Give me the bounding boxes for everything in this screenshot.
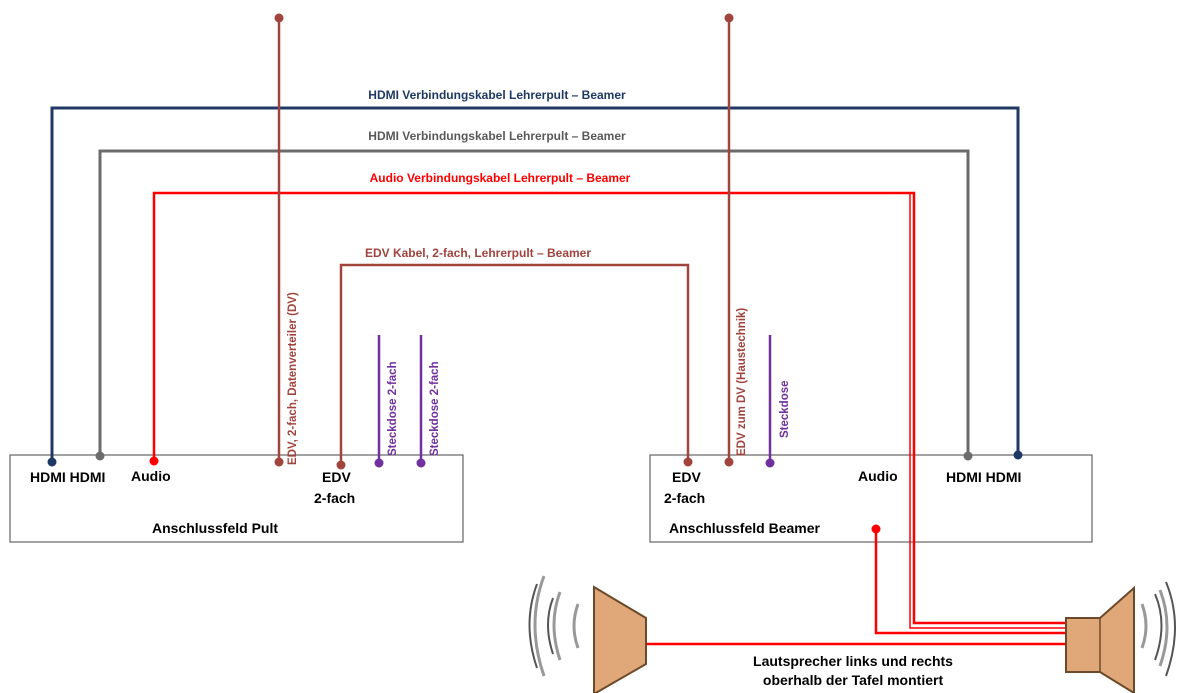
hdmi-cable-1 [50, 106, 1020, 462]
hdmi-cable-2 [98, 149, 970, 456]
hdmi-cable-2-label: HDMI Verbindungskabel Lehrerpult – Beame… [368, 129, 626, 143]
edv-cable [339, 263, 690, 465]
audio-cable [152, 191, 1066, 625]
hdmi-connector-beamer-1 [1013, 450, 1023, 460]
steckdose-1-vertical-label: Steckdose 2-fach [387, 361, 399, 456]
audio-connector-beamer [871, 524, 881, 534]
steckdose-2-vertical-label: Steckdose 2-fach [429, 361, 441, 456]
panel-pult-box [9, 454, 464, 543]
edv-connector-beamer [683, 457, 693, 467]
beamer-hdmi-ports: HDMI HDMI [946, 469, 1021, 485]
pult-edv-line2: 2-fach [314, 490, 355, 506]
edv-dv-top-beamer [724, 13, 734, 23]
speaker-right-icon [1065, 581, 1176, 693]
audio-cable-label: Audio Verbindungskabel Lehrerpult – Beam… [370, 171, 631, 185]
hdmi-connector-beamer-2 [963, 451, 973, 461]
beamer-edv-line2: 2-fach [664, 490, 705, 506]
hdmi-connector-pult-1 [47, 457, 57, 467]
hdmi-cable-1-label: HDMI Verbindungskabel Lehrerpult – Beame… [368, 88, 626, 102]
speaker-caption-line1: Lautsprecher links und rechts [753, 653, 953, 669]
edv-dv-bottom-pult [274, 457, 284, 467]
steckdose-beamer-vertical-label: Steckdose [779, 380, 791, 438]
edv-haustechnik-vertical-label: EDV zum DV (Haustechnik) [736, 308, 748, 456]
steckdose-connector-beamer [765, 458, 775, 468]
speaker-cable-right [874, 529, 1066, 635]
hdmi-connector-pult-2 [95, 451, 105, 461]
beamer-audio-port: Audio [858, 468, 898, 484]
edv-dv-vertical-label: EDV, 2-fach, Datenverteiler (DV) [287, 292, 299, 465]
pult-audio-port: Audio [131, 468, 171, 484]
pult-panel-title: Anschlussfeld Pult [152, 520, 278, 536]
audio-connector-pult [149, 456, 159, 466]
edv-dv-top-pult [274, 13, 284, 23]
speaker-left-icon [528, 575, 647, 693]
edv-cable-label: EDV Kabel, 2-fach, Lehrerpult – Beamer [365, 246, 591, 260]
pult-edv-line1: EDV [322, 469, 351, 485]
pult-hdmi-ports: HDMI HDMI [30, 469, 105, 485]
speaker-caption-line2: oberhalb der Tafel montiert [763, 672, 944, 688]
panel-beamer-box [649, 454, 1093, 543]
edv-connector-pult [336, 460, 346, 470]
beamer-edv-line1: EDV [672, 469, 701, 485]
steckdose-connector-2 [416, 458, 426, 468]
beamer-panel-title: Anschlussfeld Beamer [669, 520, 820, 536]
steckdose-connector-1 [374, 458, 384, 468]
edv-dv-bottom-beamer [724, 457, 734, 467]
audio-cable-return [909, 193, 1066, 629]
